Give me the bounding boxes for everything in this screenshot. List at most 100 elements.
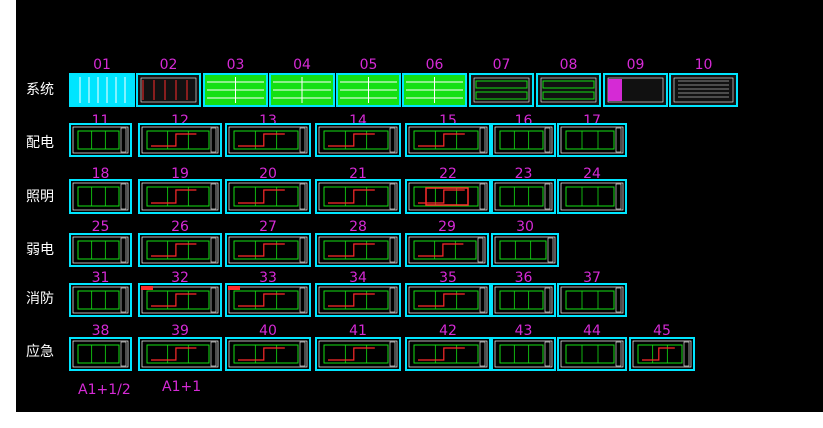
drawing-sheet[interactable] [491,337,556,371]
sheet-frame[interactable] [491,283,556,317]
drawing-sheet[interactable] [315,283,401,317]
drawing-sheet[interactable] [138,283,222,317]
sheet-frame[interactable] [491,123,556,157]
drawing-sheet[interactable] [405,179,491,214]
drawing-sheet[interactable] [138,179,222,214]
sheet-number-label: 21 [349,166,367,182]
sheet-frame[interactable] [69,233,132,267]
drawing-sheet[interactable] [315,337,401,371]
drawing-sheet[interactable] [536,73,601,107]
sheet-frames[interactable] [69,73,738,371]
sheet-frame[interactable] [225,337,311,371]
red-circuit-box [425,187,469,206]
drawing-sheet[interactable] [402,73,467,107]
drawing-sheet[interactable] [69,337,132,371]
sheet-frame[interactable] [405,123,491,157]
floor-plan-outline [565,344,615,364]
sheet-frame[interactable] [138,179,222,214]
floor-plan-outline [565,130,615,150]
drawing-sheet[interactable] [557,283,627,317]
sheet-number-label: 22 [439,166,457,182]
sheet-frame[interactable] [557,179,627,214]
sheet-frame[interactable] [405,283,491,317]
sheet-frame[interactable] [405,337,491,371]
drawing-sheet[interactable] [629,337,695,371]
sheet-frame[interactable] [69,179,132,214]
sheet-frame[interactable] [69,337,132,371]
drawing-sheet[interactable] [469,73,534,107]
drawing-sheet[interactable] [405,233,489,267]
drawing-sheet[interactable] [225,179,311,214]
drawing-sheet[interactable] [269,73,335,107]
drawing-sheet[interactable] [69,233,132,267]
drawing-sheet[interactable] [603,73,668,107]
sheet-frame[interactable] [557,337,627,371]
drawing-sheet[interactable] [138,337,222,371]
floor-plan-outline [233,186,299,207]
title-block [615,127,622,153]
drawing-sheet[interactable] [315,123,401,157]
sheet-number-label: 01 [93,57,111,73]
sheet-frame[interactable] [315,123,401,157]
sheet-frame[interactable] [557,283,627,317]
sheet-number-label: 25 [92,219,110,235]
sheet-number-label: 37 [583,270,601,286]
sheet-frame[interactable] [536,73,601,107]
drawing-sheet[interactable] [336,73,401,107]
drawing-sheet[interactable] [315,179,401,214]
drawing-sheet[interactable] [557,179,627,214]
sheet-frame[interactable] [469,73,534,107]
sheet-frame[interactable] [491,337,556,371]
sheet-frame[interactable] [629,337,695,371]
sheet-frame[interactable] [557,123,627,157]
drawing-sheet[interactable] [557,337,627,371]
sheet-frame[interactable] [491,233,559,267]
drawing-sheet[interactable] [136,73,201,107]
drawing-sheet[interactable] [69,73,135,107]
drawing-sheet[interactable] [225,283,311,317]
drawing-sheet[interactable] [315,233,401,267]
drawing-sheet[interactable] [225,337,311,371]
drawing-sheet[interactable] [557,123,627,157]
sheet-frame[interactable] [136,73,201,107]
inner-border [473,77,530,103]
sheet-frame[interactable] [669,73,738,107]
sheet-frame[interactable] [315,337,401,371]
drawing-sheet[interactable] [405,123,491,157]
drawing-sheet[interactable] [225,123,311,157]
drawing-sheet[interactable] [138,233,222,267]
title-block [299,237,306,263]
sheet-frame[interactable] [225,179,311,214]
sheet-frame[interactable] [405,179,491,214]
drawing-sheet[interactable] [405,337,491,371]
sheet-frame[interactable] [69,123,132,157]
sheet-frame[interactable] [138,123,222,157]
sheet-frame[interactable] [225,123,311,157]
drawing-sheet[interactable] [491,233,559,267]
floor-plan-outline [499,240,547,260]
sheet-frame[interactable] [405,233,489,267]
drawing-sheet[interactable] [203,73,268,107]
drawing-sheet[interactable] [405,283,491,317]
sheet-frame[interactable] [315,283,401,317]
inner-border [141,236,219,264]
sheet-frame[interactable] [315,179,401,214]
sheet-frame[interactable] [69,283,132,317]
drawing-sheet[interactable] [69,283,132,317]
drawing-sheet[interactable] [69,179,132,214]
drawing-sheet[interactable] [225,233,311,267]
drawing-sheet[interactable] [491,283,556,317]
drawing-sheet[interactable] [669,73,738,107]
sheet-frame[interactable] [491,179,556,214]
red-circuit-line [238,347,285,361]
drawing-sheet[interactable] [491,123,556,157]
sheet-frame[interactable] [225,233,311,267]
sheet-frame[interactable] [138,233,222,267]
sheet-frame[interactable] [138,337,222,371]
sheet-frame[interactable] [315,233,401,267]
drawing-sheet[interactable] [69,123,132,157]
drawing-sheet[interactable] [491,179,556,214]
drawing-sheet[interactable] [138,123,222,157]
title-block [479,341,486,367]
